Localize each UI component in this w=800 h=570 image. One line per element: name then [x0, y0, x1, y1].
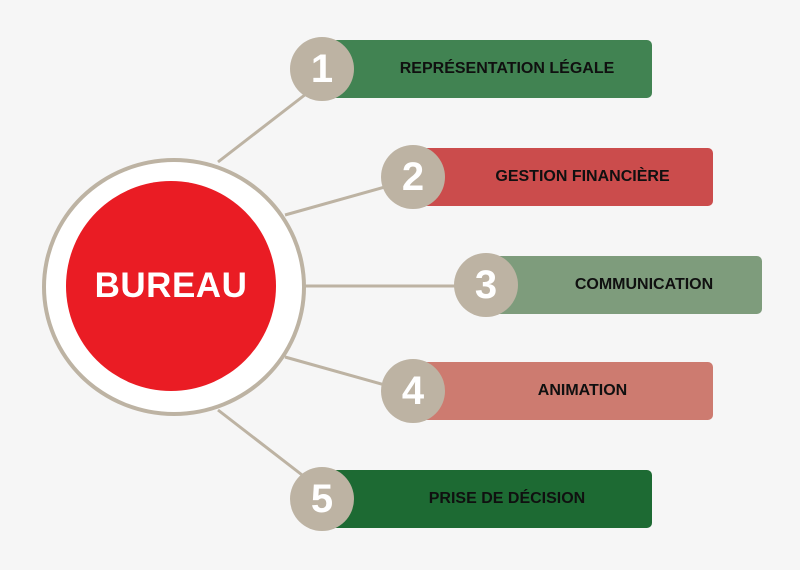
connector-line-5 [217, 408, 307, 480]
item-number-3: 3 [474, 262, 498, 307]
connector-line-1 [217, 92, 307, 164]
item-label-4: ANIMATION [537, 382, 628, 399]
hub-circle: BUREAU [66, 181, 276, 391]
item-label-3: COMMUNICATION [574, 276, 714, 293]
item-number-5: 5 [310, 476, 334, 521]
item-badge-1: 1 [290, 37, 354, 101]
item-bar-5: PRISE DE DÉCISION [322, 470, 652, 528]
item-badge-2: 2 [381, 145, 445, 209]
hub-label: BUREAU [94, 266, 248, 305]
item-bar-4: ANIMATION [412, 362, 713, 420]
item-bar-1: REPRÉSENTATION LÉGALE [322, 40, 652, 98]
connector-line-2 [284, 183, 393, 217]
item-bar-3: COMMUNICATION [486, 256, 762, 314]
item-label-5: PRISE DE DÉCISION [428, 490, 586, 507]
item-number-2: 2 [401, 154, 425, 199]
item-number-1: 1 [310, 46, 334, 91]
item-label-2: GESTION FINANCIÈRE [495, 168, 670, 185]
item-number-4: 4 [401, 368, 425, 413]
connector-line-4 [284, 355, 393, 389]
item-label-1: REPRÉSENTATION LÉGALE [399, 60, 615, 77]
item-badge-3: 3 [454, 253, 518, 317]
item-badge-5: 5 [290, 467, 354, 531]
item-badge-4: 4 [381, 359, 445, 423]
item-bar-2: GESTION FINANCIÈRE [412, 148, 713, 206]
